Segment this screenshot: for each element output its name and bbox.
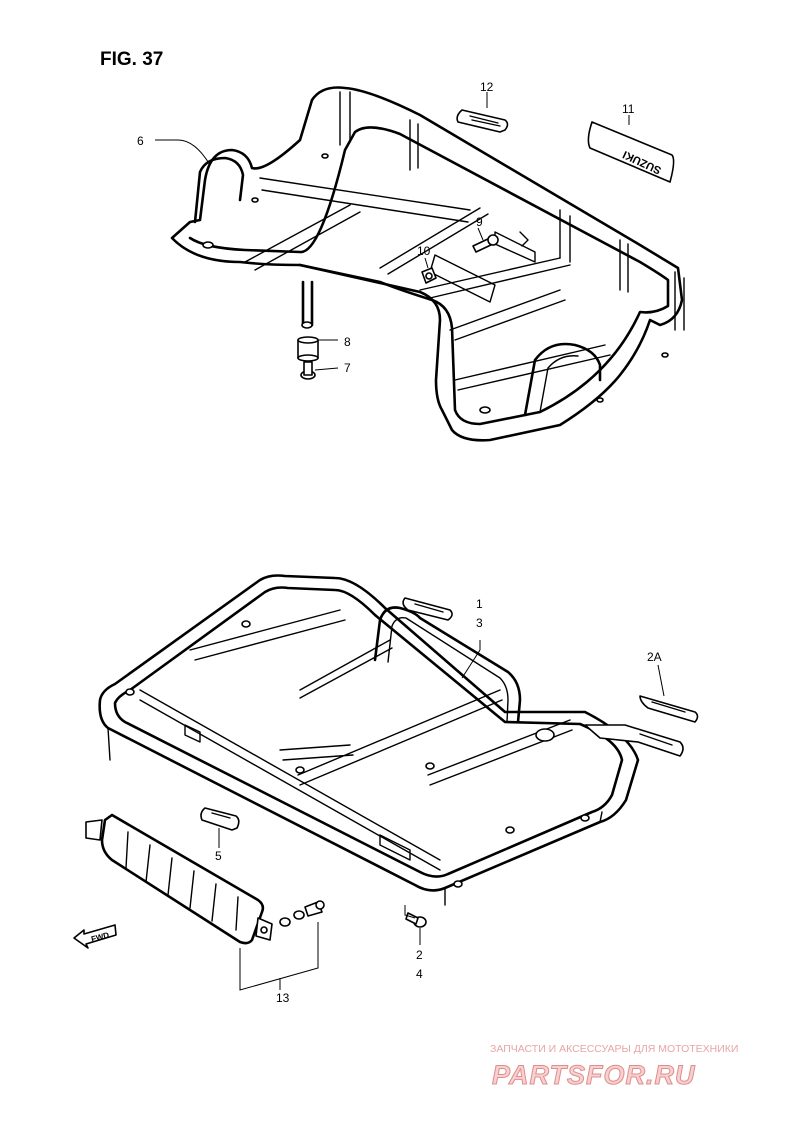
leader-10 [424,257,429,269]
callout-9: 9 [476,215,483,229]
callout-4: 4 [416,967,423,981]
rear-carrier [170,86,685,442]
callout-7: 7 [344,361,351,375]
callout-2: 2 [416,948,423,962]
emblem-part-12 [456,109,509,133]
callout-1: 1 [476,597,483,611]
hardware-part-13 [279,900,325,927]
bolt-part-2-4 [405,912,427,928]
watermark-brand: PARTSFOR.RU [492,1060,696,1090]
leader-1-3 [461,640,481,679]
figure-title: FIG. 37 [100,49,163,70]
callout-8: 8 [344,335,351,349]
leader-7 [314,367,339,371]
callout-5: 5 [215,849,222,863]
leader-2-4 [404,905,416,919]
fwd-arrow-icon: FWD [73,924,117,949]
callout-13: 13 [276,991,290,1005]
emblem-part-5 [200,807,240,831]
callout-11: 11 [622,102,635,116]
watermark-subtitle: ЗАПЧАСТИ И АКСЕССУАРЫ ДЛЯ МОТОТЕХНИКИ [490,1043,738,1055]
callout-12: 12 [480,80,494,94]
mount-bracket-upper [402,597,453,621]
bolt-part-9 [472,234,499,253]
callout-10: 10 [417,244,431,258]
mount-bracket-lower [584,724,684,757]
leader-9 [477,227,484,241]
bolt-part-7 [300,361,316,380]
callout-2a: 2A [647,650,662,664]
spacer-part-8 [297,336,319,362]
front-grille-part-13 [85,813,273,945]
callout-3: 3 [476,616,483,630]
nut-part-10 [421,267,437,284]
leader-6 [155,139,211,166]
callout-6: 6 [137,134,144,148]
leader-2a [657,664,665,697]
watermark: ЗАПЧАСТИ И АКСЕССУАРЫ ДЛЯ МОТОТЕХНИКИ PA… [490,1043,738,1091]
mount-bracket-2a [639,695,699,723]
leader-13 [239,922,319,991]
emblem-part-11: SUZUKI [587,121,675,183]
